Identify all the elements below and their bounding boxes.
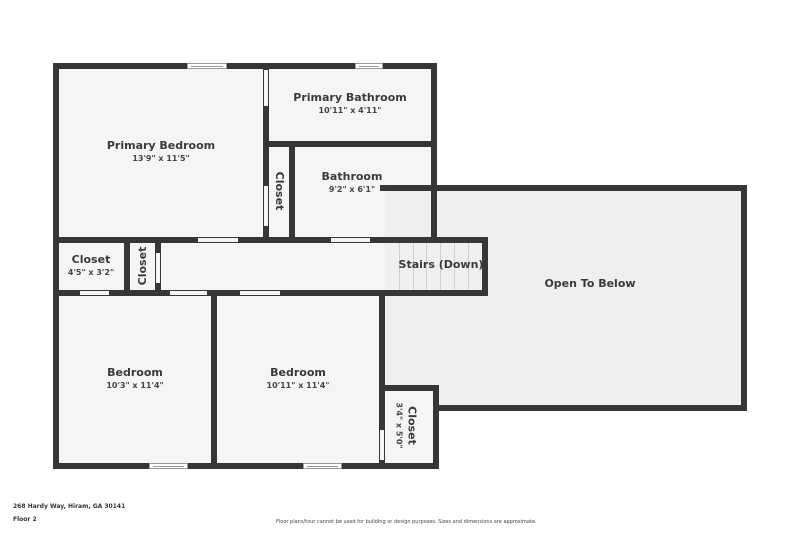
room-label-primary-bathroom: Primary Bathroom 10'11" x 4'11" — [270, 91, 430, 116]
floor-label: Floor 2 — [13, 516, 37, 523]
wall-bathroom-stub — [380, 185, 437, 191]
room-name: Closet — [136, 246, 149, 286]
stair-tread — [454, 243, 455, 290]
wall-open-bottom — [433, 405, 747, 411]
closet-lower-area — [385, 391, 433, 463]
door-opening — [264, 186, 268, 226]
wall-bottom — [53, 463, 439, 469]
room-name: Open To Below — [544, 277, 636, 290]
wall-closet-lower-top — [379, 385, 439, 391]
primary-bathroom-area — [269, 69, 431, 141]
wall-closet-left-right — [124, 237, 130, 296]
window — [149, 463, 188, 469]
room-dims: 3'4" x 5'0" — [394, 402, 404, 449]
room-dims: 10'11" x 11'4" — [266, 381, 330, 390]
primary-bedroom-area — [59, 69, 263, 237]
door-opening — [264, 70, 268, 106]
door-opening — [156, 253, 160, 283]
room-label-closet-lower: Closet 3'4" x 5'0" — [394, 391, 419, 461]
room-dims: 13'9" x 11'5" — [132, 154, 190, 163]
room-label-open-to-below: Open To Below — [520, 277, 660, 291]
room-name: Bathroom — [321, 170, 383, 183]
wall-left — [53, 63, 59, 469]
wall-primary-divider — [263, 63, 269, 243]
room-name: Bedroom — [107, 366, 163, 379]
room-name: Closet — [273, 171, 286, 211]
room-label-bedroom-2: Bedroom 10'11" x 11'4" — [238, 366, 358, 391]
door-opening — [331, 238, 370, 242]
bedroom-1-area — [59, 296, 211, 463]
closet-upper-area — [269, 147, 289, 237]
room-label-closet-left: Closet 4'5" x 3'2" — [56, 253, 126, 278]
room-label-stairs: Stairs (Down) — [397, 258, 485, 272]
room-name: Primary Bedroom — [106, 139, 216, 152]
wall-bedroom-divider — [211, 290, 217, 469]
stair-tread — [426, 243, 427, 290]
wall-stairs-right — [482, 237, 488, 296]
room-label-closet-small: Closet — [136, 236, 150, 296]
disclaimer: Floor plans/tour cannot be used for buil… — [276, 519, 537, 525]
room-dims: 9'2" x 6'1" — [328, 185, 376, 194]
wall-primary-bath-bottom — [263, 141, 437, 147]
room-label-bathroom: Bathroom 9'2" x 6'1" — [292, 170, 412, 195]
room-label-primary-bedroom: Primary Bedroom 13'9" x 11'5" — [81, 139, 241, 164]
stair-tread — [468, 243, 469, 290]
window — [355, 63, 383, 69]
room-name: Bedroom — [270, 366, 326, 379]
door-opening — [240, 291, 280, 295]
open-to-below-area — [385, 191, 741, 405]
room-name: Stairs (Down) — [398, 258, 484, 271]
wall-right-upper — [431, 63, 437, 243]
wall-closet-upper-right — [289, 141, 295, 243]
stair-tread — [399, 243, 400, 290]
window — [303, 463, 342, 469]
room-label-bedroom-1: Bedroom 10'3" x 11'4" — [75, 366, 195, 391]
wall-open-right — [741, 185, 747, 411]
stair-tread — [440, 243, 441, 290]
door-opening — [198, 238, 238, 242]
room-name: Closet — [71, 253, 111, 266]
room-name: Closet — [405, 406, 419, 445]
door-opening — [380, 430, 384, 460]
room-name: Primary Bathroom — [293, 91, 407, 104]
wall-hall-top — [53, 237, 488, 243]
bedroom-2-area — [217, 296, 379, 463]
door-opening — [170, 291, 207, 295]
room-dims: 10'11" x 4'11" — [318, 106, 382, 115]
room-dims: 4'5" x 3'2" — [67, 268, 115, 277]
window — [187, 63, 227, 69]
room-label-closet-upper: Closet — [272, 161, 286, 221]
stair-tread — [413, 243, 414, 290]
room-dims: 10'3" x 11'4" — [106, 381, 164, 390]
wall-top — [53, 63, 437, 69]
address: 268 Hardy Way, Hiram, GA 30141 — [13, 503, 126, 510]
wall-closet-lower-right — [433, 385, 439, 469]
wall-bedroom2-right — [379, 290, 385, 469]
door-opening — [80, 291, 109, 295]
wall-open-top — [431, 185, 747, 191]
